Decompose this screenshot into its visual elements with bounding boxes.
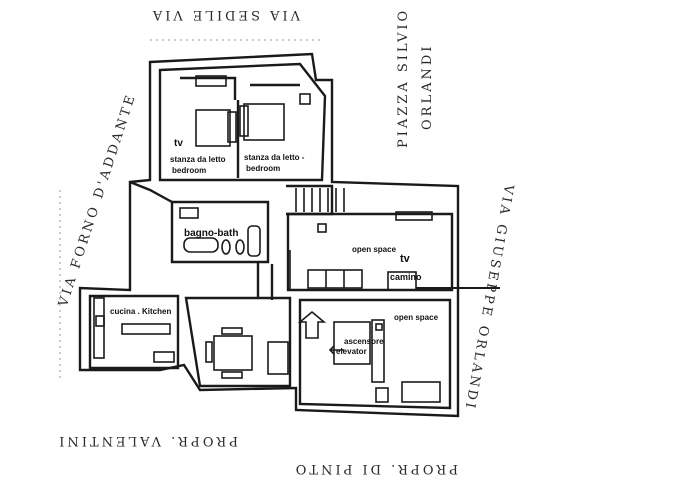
lower-desk: [401, 381, 441, 403]
kitchen-stove: [95, 315, 105, 327]
tv-cabinet: [395, 211, 433, 221]
kitchen-wall: [88, 294, 180, 370]
street-bottom-right: PROPR. DI PINTO: [292, 461, 458, 476]
dining-table-icon: [213, 335, 253, 371]
bedroom-chair: [299, 93, 311, 105]
dining-chair-2: [221, 371, 243, 379]
bed-right: [243, 103, 285, 141]
label-bedroom-right-it: stanza da letto -: [244, 153, 305, 162]
kitchen-island: [121, 323, 171, 335]
street-bottom-left: PROPR. VALENTINI: [56, 433, 238, 448]
lower-chair: [375, 387, 389, 403]
lower-table: [375, 323, 383, 331]
fireplace-icon: [387, 271, 417, 291]
label-elevator-it: ascensore: [344, 337, 384, 346]
sideboard: [267, 341, 289, 375]
bathtub-icon: [183, 237, 219, 253]
label-bedroom-left-en: bedroom: [172, 166, 207, 175]
openspace-bottom-wall: [298, 298, 452, 410]
side-table: [317, 223, 327, 233]
label-elevator-en: elevator: [336, 347, 367, 356]
bidet-icon: [235, 239, 245, 255]
dining-chair-1: [221, 327, 243, 335]
sofa-icon: [307, 269, 363, 289]
bed-left-pillow: [227, 111, 237, 143]
bath-sink: [179, 207, 199, 219]
openspace-top-wall: [286, 212, 454, 292]
label-bedroom-left-it: stanza da letto: [170, 155, 226, 164]
toilet-icon: [221, 239, 231, 255]
street-top: VIA SEDILE VIA: [149, 7, 300, 22]
lower-sofa: [371, 319, 385, 383]
shower-icon: [247, 225, 261, 257]
label-kitchen: cucina . Kitchen: [110, 307, 172, 316]
label-bedroom-right-en: bedroom: [246, 164, 281, 173]
corridor-wall: [129, 180, 274, 300]
outer-wall: [78, 52, 460, 418]
bed-right-pillow: [239, 105, 249, 137]
elevator-icon: [333, 321, 371, 365]
bedroom-wing-wall: [158, 62, 327, 182]
label-open-space-bottom: open space: [394, 313, 439, 322]
bedroom-inner: [180, 76, 300, 100]
up-arrow-icon: [297, 310, 327, 339]
street-top-right-2: ORLANDI: [420, 43, 435, 130]
stair-wall: [286, 184, 334, 216]
label-bath: bagno-bath: [184, 228, 239, 239]
sofa-cushions: [325, 270, 345, 288]
label-tv-bedroom: tv: [174, 138, 183, 149]
kitchen-counter: [93, 297, 105, 359]
kitchen-table: [153, 351, 175, 363]
bed-left: [195, 109, 231, 147]
label-fireplace: camino: [390, 272, 422, 282]
bedroom-nightstand: [195, 75, 227, 87]
bath-wall: [170, 200, 270, 264]
street-top-right-1: PIAZZA SILVIO: [396, 7, 411, 148]
elevator-arrow-icon: [328, 345, 344, 355]
dining-wall: [184, 296, 292, 388]
stairs-top: [295, 188, 345, 212]
dining-chair-3: [205, 341, 213, 363]
label-tv-living: tv: [400, 253, 410, 265]
label-open-space-top: open space: [352, 245, 397, 254]
